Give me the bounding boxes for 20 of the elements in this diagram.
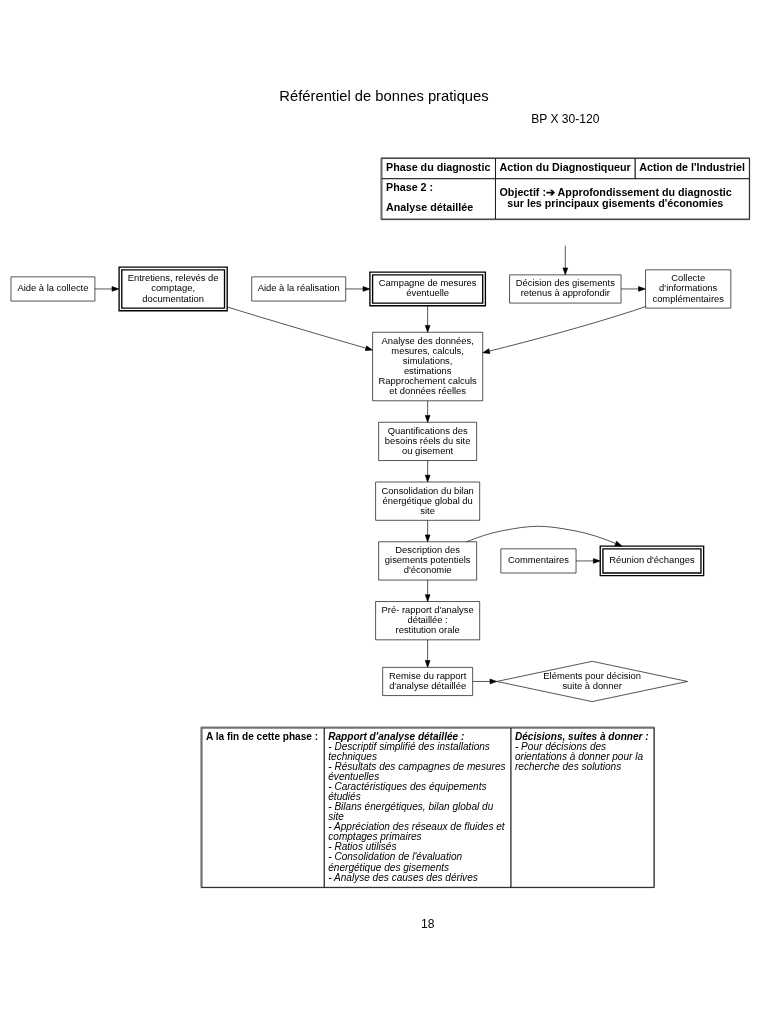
- label: BP X 30-120: [531, 112, 600, 127]
- label: - Caractéristiques des équipements étudiés: [328, 780, 487, 802]
- label: Action du Diagnostiqueur: [499, 160, 631, 173]
- label: Analyse détaillée: [386, 200, 474, 213]
- label: - Descriptif simplifié des installations techniques: [328, 740, 490, 762]
- label: Objectif :➔ Approfondissement du diagnostic sur les principaux gisements d'économies: [499, 186, 732, 209]
- label: - Bilans énergétiques, bilan global du site: [328, 801, 494, 823]
- label: Décisions, suites à donner :: [514, 730, 649, 742]
- label: 18: [420, 917, 435, 932]
- label: - Ratios utilisés: [328, 841, 397, 853]
- label: - Consolidation de l'évaluation énergétique des gisements: [328, 851, 463, 873]
- label: Phase du diagnostic: [386, 160, 491, 173]
- label: Action de l'Industriel: [639, 160, 745, 173]
- label: - Résultats des campagnes de mesures éventuelles: [328, 760, 506, 782]
- label: Rapport d'analyse détaillée :: [328, 730, 465, 742]
- label: - Appréciation des réseaux de fluides et comptages primaires: [328, 821, 505, 843]
- diagram-title: Référentiel de bonnes pratiques: [279, 88, 489, 105]
- label: Phase 2 :: [386, 180, 434, 193]
- label: - Pour décisions des orientations à donner pour la recherche des solutions: [514, 740, 644, 772]
- label: A la fin de cette phase :: [206, 730, 319, 742]
